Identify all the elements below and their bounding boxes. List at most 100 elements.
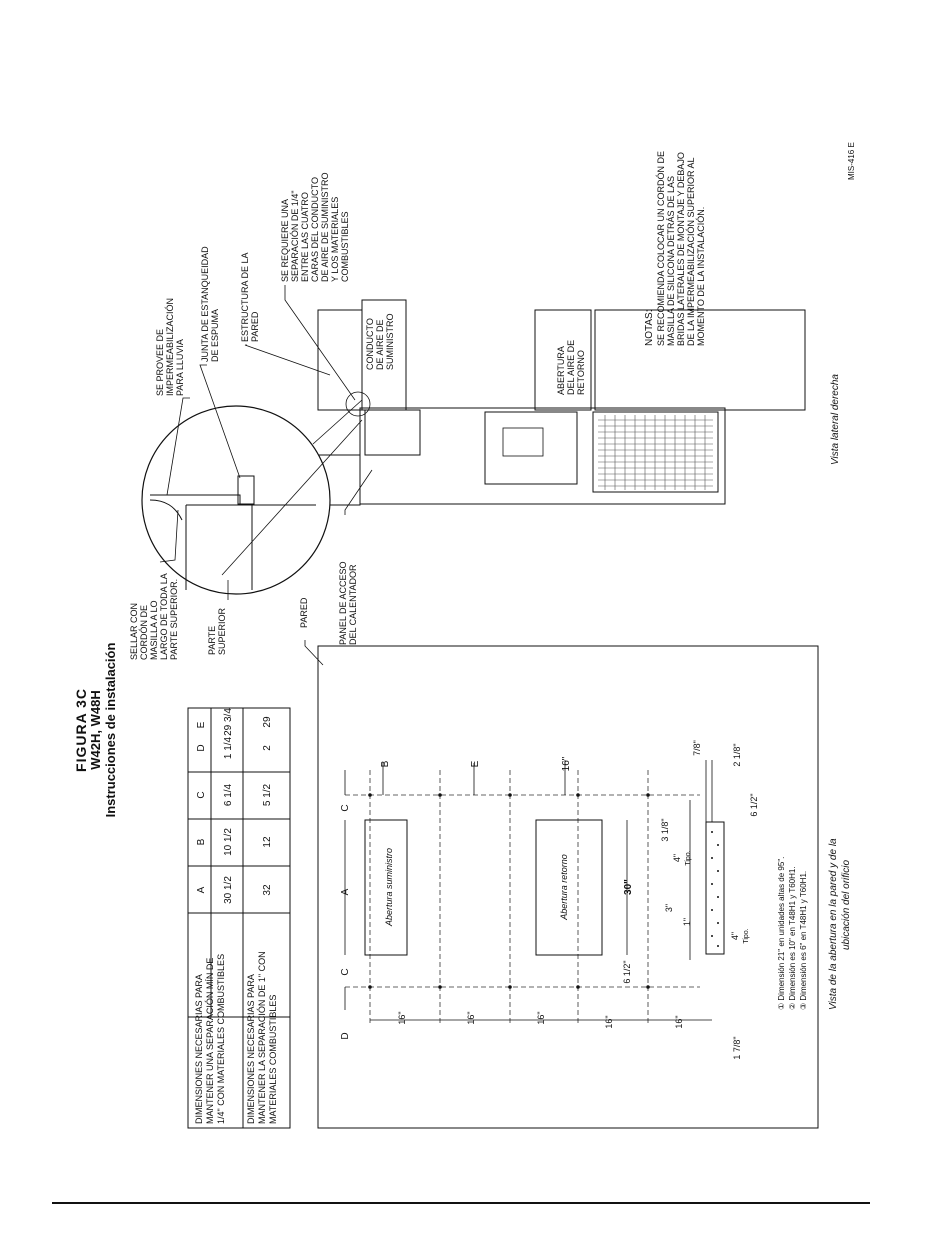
return-opening-label: Abertura retorno	[559, 854, 569, 921]
hole-points	[368, 793, 650, 989]
table-cells: A B C D E 30 1/2 10 1/2 6 1/4 1 1/4 29 3…	[196, 708, 273, 904]
row-header-1-line1: DIMENSIONES NECESARIAS PARA	[194, 974, 204, 1124]
dim-c-bottom: C	[340, 968, 351, 975]
supply-opening	[364, 819, 408, 956]
control-window	[502, 427, 544, 457]
callout-seal-2: CORDÓN DE	[139, 605, 149, 660]
dim-1-seven: 1 7/8"	[732, 1036, 742, 1059]
flange-holes	[711, 831, 719, 947]
cell-r1-a: 30 1/2	[223, 876, 234, 904]
dim-16-5: 16"	[674, 1015, 684, 1028]
spacing-labels: 16" 16" 16" 16" 16" 6 1/2" 3" 1" 4" Tipo…	[397, 740, 759, 1059]
notes-title: NOTAS:	[644, 310, 655, 346]
detail-circle	[141, 405, 331, 595]
figure-label: FIGURA 3C	[73, 688, 89, 772]
cell-r2-e: 29	[262, 716, 273, 728]
callout-wall-2: PARED	[250, 311, 260, 342]
cell-r1-e: 29 3/4	[223, 708, 234, 736]
opening-caption: Vista de la abertura en la pared y de la…	[828, 838, 852, 1010]
side-view-notes: NOTAS: SE RECOMIENDA COLOCAR UN CORDÓN D…	[644, 151, 706, 346]
callout-heater-2: DEL CALENTADOR	[348, 564, 358, 645]
grille	[592, 411, 719, 493]
cell-r1-b: 10 1/2	[223, 828, 234, 856]
footnotes: ① Dimensión 21" en unidades altas de 95"…	[777, 857, 808, 1010]
dim-c-top: C	[340, 804, 351, 811]
callout-foam-1: JUNTA DE ESTANQUEIDAD	[200, 246, 210, 362]
dim-tipo-upper: Tipo.	[685, 850, 692, 865]
wall-structure	[317, 309, 363, 411]
heater-panel	[364, 409, 421, 456]
callout-seal-1: SELLAR CON	[129, 603, 139, 660]
centerlines	[345, 770, 700, 1025]
dim-16-1: 16"	[397, 1011, 407, 1024]
callout-top-2: SUPERIOR	[217, 607, 227, 655]
cell-r2-d: 2	[262, 745, 273, 751]
dim-16-2: 16"	[466, 1011, 476, 1024]
dim-7-eighth: 7/8"	[692, 740, 702, 756]
opening-caption-line2: ubicación del orificio	[841, 860, 852, 950]
dimension-lines	[344, 760, 712, 1021]
callout-clear-6: Y LOS MATERIALES	[330, 197, 340, 282]
figure-subtitle: Instrucciones de instalación	[103, 643, 118, 818]
callout-return-3: RETORNO	[576, 350, 586, 395]
control-box	[484, 411, 578, 485]
grille-mesh	[598, 415, 713, 490]
col-header-b: B	[196, 838, 207, 845]
callout-wall-1: ESTRUCTURA DE LA	[240, 252, 250, 342]
note-line-4: DE LA IMPERMEABILIZACIÓN SUPERIOR AL	[686, 157, 696, 346]
dim-6half-left: 6 1/2"	[622, 960, 632, 983]
dim-3in: 3"	[664, 904, 674, 912]
supply-opening-label: Abertura suministro	[384, 848, 394, 927]
row-header-2-line3: MATERIALES COMBUSTIBLES	[268, 995, 278, 1124]
row-header-1-line3: 1/4" CON MATERIALES COMBUSTIBLES	[216, 954, 226, 1124]
row-header-1-line2: MANTENER UNA SEPARACIÓN MÍN DE	[205, 958, 215, 1124]
dim-30: 30"	[623, 879, 634, 895]
side-view-callouts: SE PROVEE DE IMPERMEABILIZACIÓN PARA LLU…	[129, 172, 586, 660]
dim-3-eighth: 3 1/8"	[660, 818, 670, 841]
row-header-2-line1: DIMENSIONES NECESARIAS PARA	[246, 974, 256, 1124]
row-header-2-line2: MANTENER LA SEPARACIÓN DE 1" CON	[257, 951, 267, 1124]
callout-supply-1: CONDUCTO	[365, 318, 375, 370]
mounting-flange	[705, 821, 725, 955]
side-view-caption: Vista lateral derecha	[830, 374, 841, 465]
dim-1in: 1"	[682, 918, 692, 926]
dim-4in-lower: 4"	[730, 932, 740, 940]
wall-frame	[317, 645, 819, 1129]
callout-foam-2: DE ESPUMA	[210, 309, 220, 362]
leader-lines	[159, 285, 373, 600]
callout-clear-1: SE REQUIERE UNA	[280, 199, 290, 282]
callout-seal-4: LARGO DE TODA LA	[159, 573, 169, 660]
dim-2-eighth: 2 1/8"	[732, 743, 742, 766]
wall-label: PARED	[299, 597, 309, 628]
callout-return-2: DEL AIRE DE	[566, 340, 576, 395]
note-line-5: MOMENTO DE LA INSTALACIÓN.	[696, 207, 706, 346]
callout-clear-7: COMBUSTIBLES	[340, 211, 350, 282]
callout-seal-3: MASILLA A LO	[149, 600, 159, 660]
dim-16-4: 16"	[604, 1015, 614, 1028]
wall-lower	[594, 309, 806, 411]
callout-heater-1: PANEL DE ACCESO	[338, 561, 348, 645]
callout-rain-2: IMPERMEABILIZACIÓN	[165, 298, 175, 396]
footnote-1: ① Dimensión 21" en unidades altas de 95"…	[777, 857, 786, 1010]
callout-supply-3: SUMINISTRO	[385, 313, 395, 370]
footnote-3: ③ Dimensión es 6" en T48H1 y T60H1.	[799, 871, 808, 1010]
callout-clear-5: DE AIRE DE SUMINISTRO	[320, 172, 330, 282]
col-header-d: D	[196, 744, 207, 751]
opening-caption-line1: Vista de la abertura en la pared y de la	[828, 838, 839, 1010]
detail-contents	[149, 475, 316, 590]
dim-16-3: 16"	[536, 1011, 546, 1024]
doc-code: MIS-416 E	[847, 142, 856, 180]
dim-e: E	[470, 760, 481, 767]
col-header-c: C	[196, 791, 207, 798]
callout-clear-4: CARAS DEL CONDUCTO	[310, 177, 320, 282]
dim-4in-upper: 4"	[672, 854, 682, 862]
dim-b: B	[380, 760, 391, 767]
table-row-headers: DIMENSIONES NECESARIAS PARA MANTENER UNA…	[194, 951, 278, 1124]
figure-models: W42H, W48H	[88, 690, 103, 769]
callout-seal-5: PARTE SUPERIOR.	[169, 579, 179, 660]
col-header-a: A	[196, 886, 207, 893]
cell-r2-a: 32	[262, 884, 273, 896]
return-opening	[535, 819, 603, 956]
note-line-3: BRIDAS LATERALES DE MONTAJE Y DEBAJO	[676, 152, 686, 346]
